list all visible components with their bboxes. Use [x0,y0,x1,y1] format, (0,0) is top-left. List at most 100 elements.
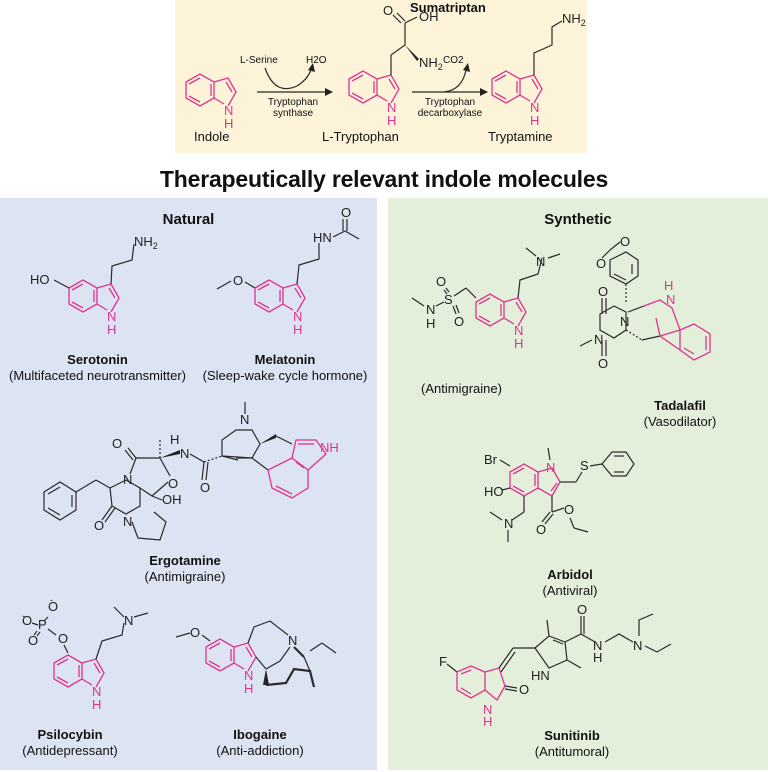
reaction-arrow-2 [412,63,488,96]
svg-text:N: N [240,412,249,427]
svg-text:N: N [244,668,253,683]
svg-text:OH: OH [162,492,182,507]
svg-text:N: N [387,100,396,115]
svg-text:N: N [514,323,523,338]
ergotamine-structure: O N N O O OH N H O N NH [43,402,339,541]
svg-text:-: - [50,595,53,605]
svg-text:N: N [530,100,539,115]
svg-text:O: O [341,205,351,220]
svg-text:H: H [107,322,116,337]
psilocybin-structure: O- O- P O O NH N [22,595,149,712]
byproduct-h2o: H2O [306,55,327,66]
svg-text:Br: Br [484,452,498,467]
svg-text:N: N [426,302,435,317]
serotonin-structure: NH HO NH2 [30,234,158,337]
svg-text:P: P [38,617,47,632]
svg-text:O: O [564,502,574,517]
svg-text:H: H [426,316,435,331]
molecule-name-arbidol: Arbidol [547,567,593,582]
biosynthesis-panel [175,0,587,153]
tadalafil-structure: OO N N O O HN [579,234,711,371]
svg-text:H: H [593,650,602,665]
svg-text:H: H [293,322,302,337]
natural-heading: Natural [162,211,215,228]
svg-text:HO: HO [484,484,504,499]
svg-text:N: N [123,472,132,487]
reaction-arrow-1 [257,63,333,96]
svg-text:NH2: NH2 [419,55,443,72]
svg-text:HO: HO [30,272,50,287]
svg-text:H: H [387,113,396,128]
svg-text:N: N [92,684,101,699]
molecule-name-ergotamine: Ergotamine [149,553,221,568]
svg-text:H: H [483,714,492,729]
molecule-role-arbidol: (Antiviral) [542,583,598,598]
synthetic-panel [388,198,768,770]
arbidol-structure: Br N HO N O O S [484,447,635,542]
svg-text:O: O [94,518,104,533]
svg-text:O: O [454,314,464,329]
molecule-name-sumatriptan: Sumatriptan [410,0,486,15]
svg-text:N: N [666,292,675,307]
byproduct-co2: CO2 [443,55,464,66]
svg-text:HN: HN [313,230,332,245]
reagent-l-serine: L-Serine [240,55,278,66]
svg-text:N: N [293,309,302,324]
sumatriptan-structure: NH S OO NH N [411,247,561,351]
molecule-role-psilocybin: (Antidepressant) [22,743,118,758]
svg-text:S: S [580,458,589,473]
svg-text:N: N [620,314,629,329]
svg-text:O: O [28,633,38,648]
svg-text:N: N [546,460,555,475]
molecule-role-sunitinib: (Antitumoral) [534,744,610,759]
svg-text:N: N [288,633,297,648]
svg-text:N: N [593,638,602,653]
tryptamine-structure: NH NH2 [491,11,586,128]
sunitinib-structure: F NH O HN O NH N [439,602,672,729]
svg-text:O: O [598,284,608,299]
svg-text:H: H [530,113,539,128]
svg-text:O: O [48,599,58,614]
svg-text:NH: NH [320,440,339,455]
svg-text:O: O [383,3,393,18]
svg-text:O: O [22,613,32,628]
svg-text:F: F [439,654,447,669]
svg-text:N: N [504,516,513,531]
svg-text:HN: HN [531,668,550,683]
molecule-role-ibogaine: (Anti-addiction) [216,743,304,758]
svg-text:O: O [519,682,529,697]
l-tryptophan-structure: NH O OH NH2 [348,3,443,128]
svg-text:H: H [514,336,523,351]
molecule-role-sumatriptan: (Antimigraine) [421,381,502,396]
molecule-name-tadalafil: Tadalafil [654,398,706,413]
svg-text:H: H [92,697,101,712]
svg-text:S: S [444,292,453,307]
molecule-name-psilocybin: Psilocybin [37,727,103,742]
indole-structure: N H [185,73,237,131]
molecule-role-melatonin: (Sleep-wake cycle hormone) [202,368,368,383]
svg-text:NH2: NH2 [562,11,586,28]
melatonin-structure: NH O HN O [216,205,360,337]
atom-n: N [224,103,233,118]
page-title: Therapeutically relevant indole molecule… [159,166,609,192]
molecule-name-melatonin: Melatonin [254,352,316,367]
compound-tryptamine: Tryptamine [488,129,553,144]
ibogaine-structure: O NH N [175,620,337,696]
synthetic-heading: Synthetic [544,211,612,228]
molecule-name-ibogaine: Ibogaine [233,727,287,742]
svg-text:O: O [577,602,587,617]
svg-text:O: O [598,356,608,371]
svg-text:NH2: NH2 [134,234,158,251]
svg-text:O: O [536,522,546,537]
svg-text:O: O [58,631,68,646]
molecule-name-sunitinib: Sunitinib [544,728,600,743]
compound-indole: Indole [194,129,230,144]
compound-l-tryptophan: L-Tryptophan [322,129,399,144]
svg-text:N: N [123,514,132,529]
svg-text:O: O [200,480,210,495]
svg-text:H: H [244,681,253,696]
svg-text:O: O [436,274,446,289]
svg-text:H: H [224,116,233,131]
svg-text:O: O [596,256,606,271]
